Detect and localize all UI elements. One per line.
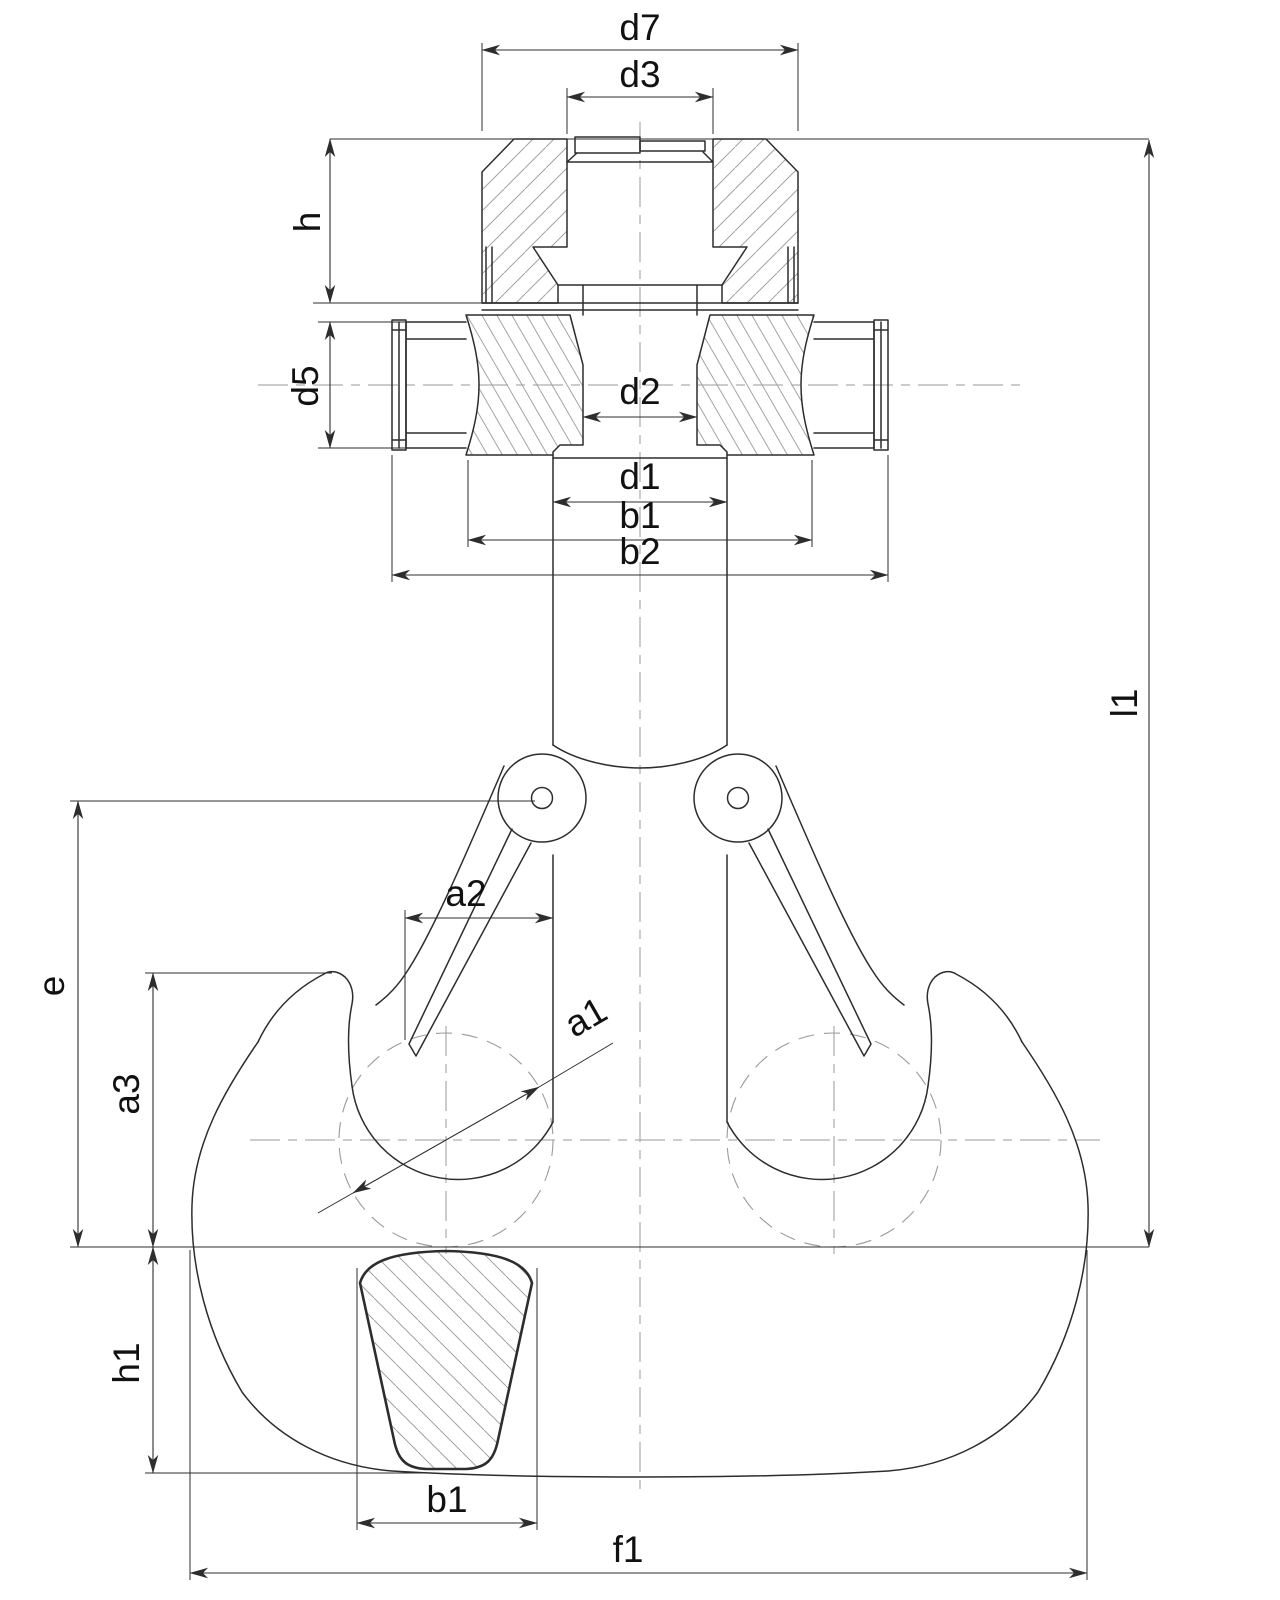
locking-cap-right <box>639 140 706 152</box>
bore-bottom-lines <box>557 284 723 316</box>
nut-cross-section <box>481 136 799 316</box>
dim-label-a2: a2 <box>445 873 486 914</box>
dim-label-a3: a3 <box>106 1073 147 1114</box>
top-section-view <box>330 136 1149 459</box>
nut-right-half <box>712 138 799 304</box>
b1-top-extensions <box>467 460 813 547</box>
left-latch-boss <box>497 753 587 843</box>
f1-extensions <box>189 1250 1088 1580</box>
nut-bottom-lines <box>481 302 799 311</box>
dim-line-a1 <box>352 1086 540 1194</box>
trunnion-cross-section <box>465 314 815 459</box>
dim-label-h1: h1 <box>106 1342 147 1383</box>
a1-tails <box>317 1042 614 1214</box>
right-latch-boss <box>693 753 783 843</box>
left-latch <box>408 828 532 1057</box>
side-pins <box>391 319 889 451</box>
right-latch-pivot-hole <box>726 786 750 810</box>
right-pin-cap <box>873 319 889 451</box>
left-beak <box>257 970 354 1087</box>
dim-label-b2: b2 <box>619 531 660 572</box>
mouth-inner-verticals <box>552 854 728 1123</box>
dim-label-l1: l1 <box>1104 689 1145 718</box>
left-mouth-edge <box>375 765 505 1006</box>
dimension-labels: d7 d3 h d5 d2 d1 b1 b2 l1 e a3 h1 a2 a1 … <box>31 7 1145 1570</box>
b1-bottom-extensions <box>356 1268 538 1530</box>
dimension-lines <box>72 44 1155 1579</box>
d7-extensions <box>481 43 799 131</box>
hook-body <box>191 765 1089 1478</box>
safety-latches <box>408 828 872 1057</box>
right-mouth-edge <box>775 765 905 1006</box>
dim-label-d1: d1 <box>619 456 660 497</box>
right-beak <box>926 970 1023 1087</box>
outer-body-outline <box>191 1041 1089 1478</box>
hook-cross-section-trapezoid <box>358 1249 534 1471</box>
dim-label-e: e <box>31 976 72 997</box>
trunnion-right-half <box>696 314 815 456</box>
dim-label-b1-bottom: b1 <box>426 1479 467 1520</box>
right-throat-arc <box>726 1085 929 1181</box>
nut-left-half <box>481 138 568 304</box>
dim-label-d7: d7 <box>619 7 660 48</box>
dim-label-d5: d5 <box>285 365 326 406</box>
extension-lines <box>70 43 1149 1580</box>
left-throat-arc <box>351 1085 554 1181</box>
shank-saddle <box>552 744 728 769</box>
left-latch-pivot-hole <box>530 786 554 810</box>
dim-label-a1: a1 <box>558 989 614 1045</box>
left-pin-cap <box>391 319 407 451</box>
washer-race-lines <box>485 246 795 304</box>
dim-label-h: h <box>287 212 328 233</box>
trunnion-left-half <box>465 314 584 456</box>
dim-label-d2: d2 <box>619 371 660 412</box>
dim-label-b1-top: b1 <box>619 495 660 536</box>
b2-extensions <box>391 455 889 582</box>
cap-chamfer-lines <box>566 151 714 163</box>
dim-label-d3: d3 <box>619 54 660 95</box>
right-latch <box>748 828 872 1057</box>
dim-label-f1: f1 <box>613 1529 644 1570</box>
